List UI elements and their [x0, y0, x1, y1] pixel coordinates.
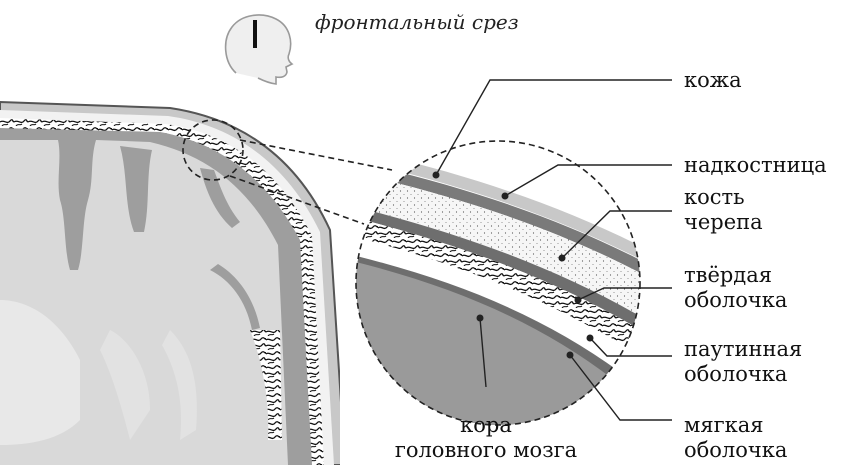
label-skin: кожа — [684, 68, 742, 92]
label-bone-line1: кость — [684, 185, 745, 209]
label-periosteum: надкостница — [684, 153, 827, 177]
section-title: фронтальный срез — [315, 10, 519, 34]
label-dura-line1: твёрдая — [684, 263, 772, 287]
label-arachnoid-line1: паутинная — [684, 337, 802, 361]
label-cortex-line2: головного мозга — [395, 438, 577, 462]
brain-cross-section — [0, 102, 345, 465]
label-arachnoid-line2: оболочка — [684, 362, 787, 386]
head-profile-icon — [226, 15, 292, 84]
label-cortex-line1: кора — [460, 413, 512, 437]
label-bone-line2: черепа — [684, 210, 763, 234]
label-pia-line1: мягкая — [684, 413, 763, 437]
label-dura-line2: оболочка — [684, 288, 787, 312]
label-pia-line2: оболочка — [684, 438, 787, 462]
